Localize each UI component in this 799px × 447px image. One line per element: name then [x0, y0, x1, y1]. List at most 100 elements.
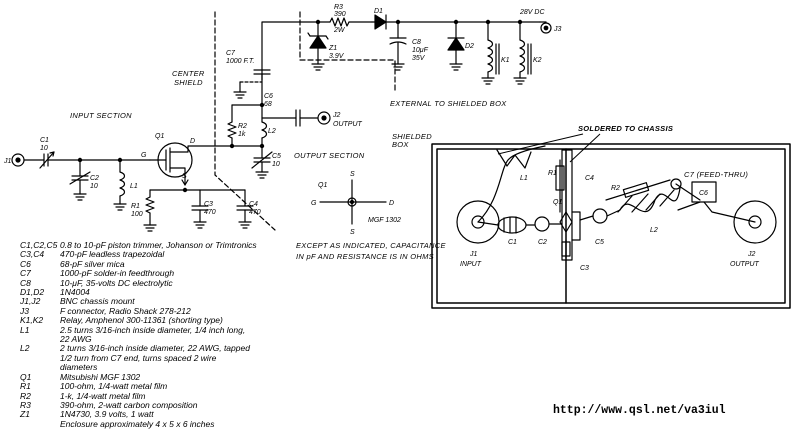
parts-list-row: Enclosure approximately 4 x 5 x 6 inches: [20, 418, 380, 429]
part-ref: J3: [20, 305, 29, 316]
svg-text:Q1: Q1: [553, 199, 562, 206]
svg-text:D: D: [389, 200, 394, 207]
part-ref: C6: [20, 258, 31, 269]
svg-text:K2: K2: [533, 57, 542, 64]
part-description: 1000-pF solder-in feedthrough: [60, 268, 175, 279]
svg-text:K1: K1: [501, 57, 510, 64]
j1-connector: [11, 153, 25, 167]
svg-text:CENTER: CENTER: [172, 69, 205, 78]
k2-relay-coil: [513, 21, 532, 85]
svg-text:R2: R2: [238, 123, 247, 130]
part-description: 0.8 to 10-pF piston trimmer, Johanson or…: [60, 240, 257, 250]
shielded-box-line: [299, 11, 396, 93]
svg-text:J1: J1: [469, 251, 478, 258]
r1-resistor: [143, 189, 157, 232]
z1-diode: [307, 21, 329, 71]
svg-text:J1: J1: [3, 158, 12, 165]
part-ref: Q1: [20, 371, 32, 382]
svg-text:SOLDERED TO CHASSIS: SOLDERED TO CHASSIS: [578, 124, 673, 133]
parts-list-row: 22 AWG: [20, 334, 380, 344]
part-description: Enclosure approximately 4 x 5 x 6 inches: [60, 418, 215, 429]
part-ref: Z1: [20, 409, 30, 420]
part-description: 1-k, 1/4-watt metal film: [60, 390, 146, 401]
svg-text:470: 470: [204, 209, 216, 216]
part-ref: C3,C4: [20, 249, 45, 260]
parts-list-row: Z1 1N4730, 3.9 volts, 1 watt: [20, 409, 380, 420]
svg-text:MGF 1302: MGF 1302: [368, 217, 401, 224]
chassis-box: [431, 143, 791, 309]
svg-text:10μF: 10μF: [412, 47, 429, 54]
center-shield-line: [214, 11, 276, 231]
part-description: 68-pF silver mica: [60, 258, 125, 269]
svg-text:D: D: [190, 138, 195, 145]
svg-text:C3: C3: [580, 265, 589, 272]
part-ref: K1,K2: [20, 315, 44, 326]
svg-text:10: 10: [272, 161, 280, 168]
r3-resistor: [329, 17, 373, 27]
svg-text:3.9V: 3.9V: [329, 53, 345, 60]
svg-text:C2: C2: [90, 175, 99, 182]
svg-text:C5: C5: [595, 239, 604, 246]
svg-text:C6: C6: [699, 190, 708, 197]
part-description: BNC chassis mount: [60, 296, 135, 307]
layout-j2: [733, 200, 777, 244]
part-ref: D1,D2: [20, 287, 45, 298]
svg-text:C7: C7: [226, 50, 236, 57]
svg-text:INPUT: INPUT: [460, 261, 482, 268]
part-ref: L1: [20, 324, 30, 335]
d2-diode: [447, 21, 465, 71]
parts-list-row: L1 2.5 turns 3/16-inch inside diameter, 1…: [20, 324, 380, 335]
part-description: Mitsubishi MGF 1302: [60, 371, 141, 382]
svg-text:L1: L1: [130, 183, 138, 190]
c3-capacitor: [191, 189, 209, 229]
svg-text:C1: C1: [508, 239, 517, 246]
part-description: 2.5 turns 3/16-inch inside diameter, 1/4…: [60, 324, 246, 335]
svg-text:D2: D2: [465, 43, 474, 50]
part-description: 10-μF, 35-volts DC electrolytic: [60, 277, 173, 288]
svg-text:L1: L1: [520, 175, 528, 182]
svg-text:10: 10: [40, 145, 48, 152]
svg-text:10: 10: [90, 183, 98, 190]
r2-resistor: [227, 104, 237, 147]
schematic-labels: J1 C1 10 C2 10 L1 Q1 G S D R1 100 C3 470…: [3, 4, 562, 261]
svg-text:R1: R1: [131, 203, 140, 210]
svg-text:OUTPUT SECTION: OUTPUT SECTION: [294, 151, 365, 160]
parts-list-row: J3 F connector, Radio Shack 278-212: [20, 305, 380, 316]
part-description: 1N4004: [60, 287, 90, 298]
part-ref: C7: [20, 268, 31, 279]
svg-text:C5: C5: [272, 153, 281, 160]
svg-text:C6: C6: [264, 93, 273, 100]
c7-capacitor: [253, 21, 301, 81]
svg-text:C1: C1: [40, 137, 49, 144]
svg-text:SHIELDED: SHIELDED: [392, 132, 432, 141]
svg-text:G: G: [141, 152, 147, 159]
svg-text:C4: C4: [585, 175, 594, 182]
part-description: 1N4730, 3.9 volts, 1 watt: [60, 409, 154, 420]
svg-text:C7 (FEED-THRU): C7 (FEED-THRU): [684, 170, 748, 179]
part-description: diameters: [60, 362, 98, 373]
svg-text:35V: 35V: [412, 55, 426, 62]
j3-connector: [539, 21, 552, 34]
part-description: F connector, Radio Shack 278-212: [60, 305, 191, 316]
k1-relay-coil: [481, 21, 500, 85]
svg-text:L2: L2: [268, 128, 276, 135]
svg-text:1k: 1k: [238, 131, 246, 138]
svg-text:J2: J2: [332, 112, 341, 119]
svg-text:EXCEPT AS INDICATED, CAPACITAN: EXCEPT AS INDICATED, CAPACITANCE: [296, 241, 446, 250]
parts-list-row: 1/2 turn from C7 end, turns spaced 2 wir…: [20, 353, 380, 363]
svg-text:SHIELD: SHIELD: [174, 78, 203, 87]
part-ref: L2: [20, 343, 30, 354]
layout-c2: [525, 216, 563, 232]
c4-capacitor: [236, 189, 254, 229]
c5-capacitor: [251, 145, 273, 179]
svg-text:IN pF AND RESISTANCE IS IN OHM: IN pF AND RESISTANCE IS IN OHMS: [296, 252, 434, 261]
svg-text:D1: D1: [374, 8, 383, 15]
parts-list-row: C6 68-pF silver mica: [20, 258, 380, 269]
svg-text:68: 68: [264, 101, 272, 108]
svg-text:Z1: Z1: [328, 45, 337, 52]
